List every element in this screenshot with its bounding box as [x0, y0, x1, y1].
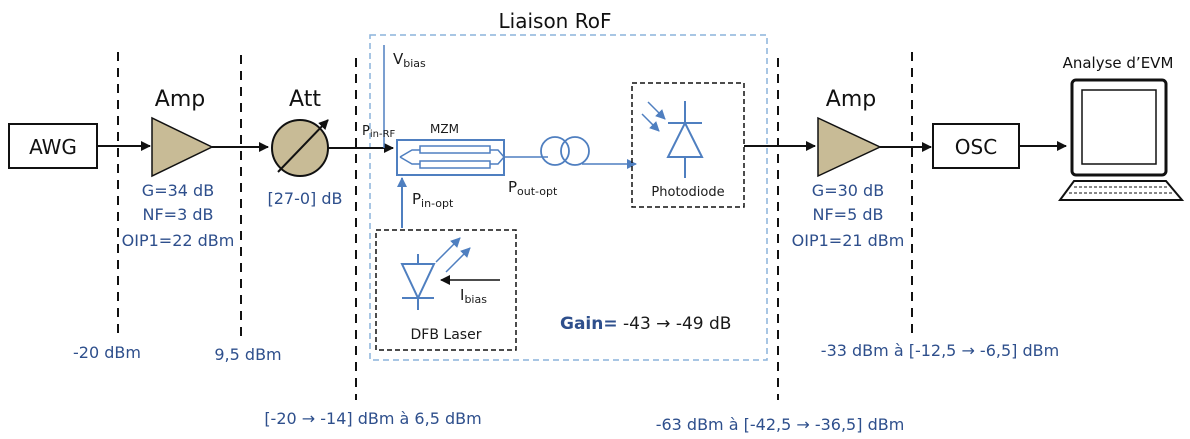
mzm-waveguide	[399, 149, 505, 165]
photodiode-light-arrow-2	[641, 113, 660, 132]
photodiode-light-arrow-1	[647, 101, 666, 120]
amp1-label: Amp	[155, 87, 205, 112]
monitor-screen	[1081, 89, 1157, 165]
laser-box	[375, 229, 517, 351]
analyse-label: Analyse d’EVM	[1063, 54, 1174, 72]
amp1-gain: G=34 dB	[142, 181, 214, 200]
rof-link-region	[369, 34, 768, 361]
amp2-triangle	[817, 116, 882, 178]
amp2-nf: NF=5 dB	[813, 205, 884, 224]
keyboard-icon	[1058, 180, 1185, 201]
photodiode-box	[631, 82, 745, 208]
pin-rf-label: Pin-RF	[362, 124, 396, 140]
laser-diode-triangle	[400, 263, 436, 301]
vbias-label: Vbias	[393, 50, 426, 70]
laser-emission-arrow-1	[435, 237, 461, 263]
pin-opt-label: Pin-opt	[412, 190, 454, 210]
level-4: -63 dBm à [-42,5 → -36,5] dBm	[656, 415, 905, 434]
osc-label: OSC	[955, 135, 997, 159]
mzm-label: MZM	[430, 122, 459, 136]
level-2: 9,5 dBm	[214, 345, 281, 364]
laser-emission-arrow-2	[445, 247, 471, 273]
level-1: -20 dBm	[73, 343, 141, 362]
photodiode-triangle	[666, 120, 704, 158]
awg-label: AWG	[29, 135, 77, 159]
pout-opt-label: Pout-opt	[508, 178, 558, 198]
monitor-icon	[1070, 78, 1168, 177]
amp1-nf: NF=3 dB	[143, 205, 214, 224]
att-label: Att	[289, 87, 321, 112]
att-range: [27-0] dB	[267, 189, 342, 208]
level-3: [-20 → -14] dBm à 6,5 dBm	[264, 409, 481, 428]
amp2-oip1: OIP1=21 dBm	[792, 231, 905, 250]
photodiode-label: Photodiode	[651, 185, 724, 200]
laser-label: DFB Laser	[411, 327, 482, 343]
fiber-spool-left	[540, 136, 570, 166]
rof-gain: Gain= -43 → -49 dB	[560, 314, 731, 334]
level-5: -33 dBm à [-12,5 → -6,5] dBm	[821, 341, 1059, 360]
amp2-label: Amp	[826, 87, 876, 112]
attenuator-arrow	[277, 119, 329, 173]
awg-block	[8, 123, 98, 169]
amp2-gain: G=30 dB	[812, 181, 884, 200]
ibias-label: Ibias	[460, 286, 487, 306]
rof-title: Liaison RoF	[499, 9, 612, 33]
amp1-triangle	[151, 116, 214, 178]
amp1-oip1: OIP1=22 dBm	[122, 231, 235, 250]
fiber-spool-right	[560, 136, 590, 166]
